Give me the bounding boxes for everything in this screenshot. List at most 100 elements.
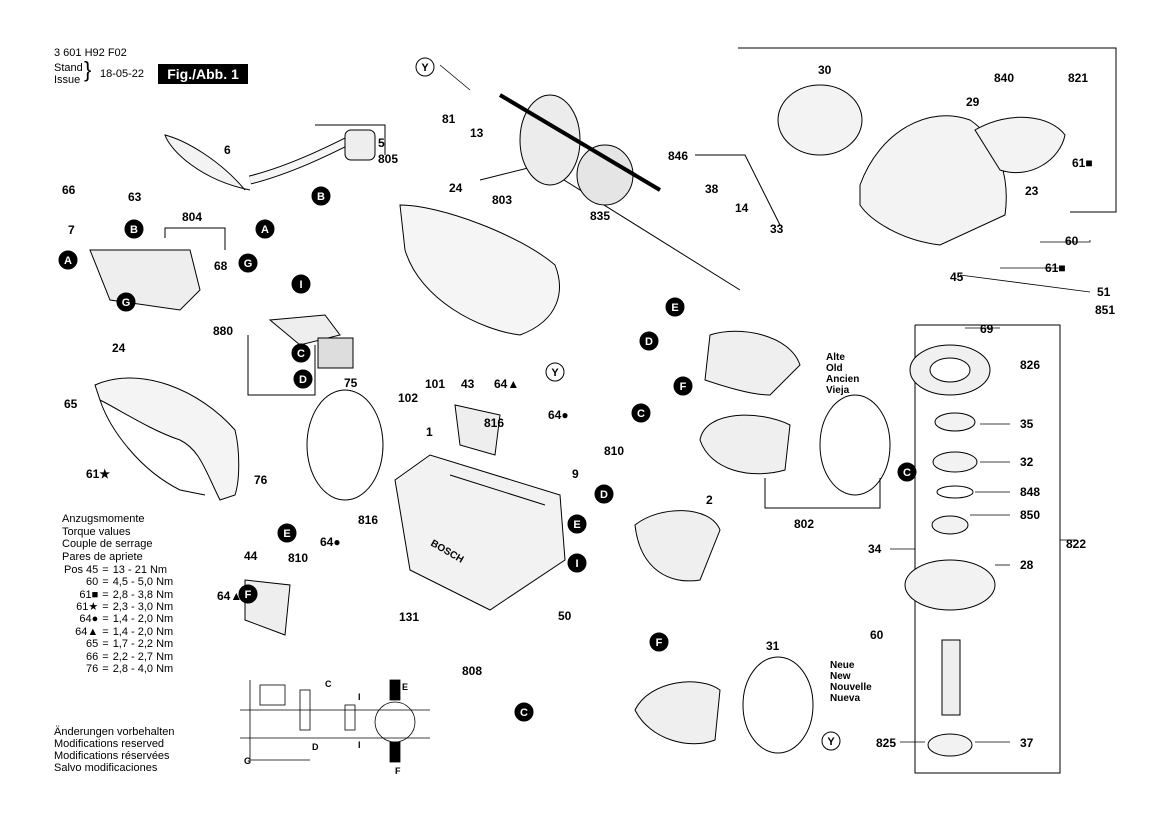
part-number: 32 [1020,455,1034,469]
callout-letter: C [637,408,645,420]
part-number: 31 [766,639,780,653]
callout-marker [238,253,258,273]
part-number: 1 [426,425,433,439]
torque-table: Anzugsmomente Torque values Couple de se… [62,513,175,675]
part-number: 822 [1066,537,1086,551]
torque-value: 1,4 - 2,0 Nm [112,613,174,626]
fan-rings [306,389,891,754]
part-number: 64▲ [494,377,519,391]
part-number: 14 [735,201,749,215]
part-number: 50 [558,609,572,623]
torque-eq: = [102,601,109,614]
torque-row: 60=4,5 - 5,0 Nm [62,576,175,588]
part-number: 81 [442,112,456,126]
note-es: Salvo modificaciones [54,762,158,774]
callout-marker [415,57,435,77]
part-number: 30 [818,63,832,77]
torque-title-en: Torque values [62,525,131,538]
part-number: 23 [1025,184,1039,198]
part-number: 75 [344,376,358,390]
callout-marker [514,702,534,722]
torque-value: 1,4 - 2,0 Nm [112,625,174,638]
part-number: 68 [214,259,228,273]
part-number: 803 [492,193,512,207]
part-number: 28 [1020,558,1034,572]
field-coils [634,330,801,745]
rear-housing-24 [399,204,560,336]
part-number: 880 [213,324,233,338]
torque-pos: 61★ [76,601,99,614]
part-number: 61■ [1072,156,1093,170]
torque-eq: = [102,576,109,589]
torque-pos: 65 [86,638,99,651]
part-number: 851 [1095,303,1115,317]
callout-letter: C [297,348,305,360]
doc-number: 3 601 H92 F02 [54,47,127,59]
callout-letter: C [520,707,528,719]
callout-marker [291,274,311,294]
part-number: 63 [128,190,142,204]
part-number: 5 [378,136,385,150]
callout-marker [649,632,669,652]
bracket-802 [764,478,881,509]
part-number: 29 [966,95,980,109]
callout-letter: D [600,489,608,501]
part-number: 810 [288,551,308,565]
part-number: 816 [358,513,378,527]
part-number: 805 [378,152,398,166]
part-number: 24 [112,341,126,355]
torque-pos: 61■ [79,588,99,601]
armature [498,93,662,206]
callout-letter: D [299,374,307,386]
part-number: 45 [950,270,964,284]
callout-marker [277,523,297,543]
part-number: 66 [62,183,76,197]
callout-letter: F [245,589,252,601]
part-number: 61★ [86,467,110,481]
torque-row: 65=1,7 - 2,2 Nm [62,638,175,650]
part-number: 810 [604,444,624,458]
callout-marker [567,553,587,573]
torque-value: 2,8 - 4,0 Nm [112,663,174,676]
torque-eq: = [102,650,109,663]
callout-letter: B [130,224,138,236]
circuit-label-i-bottom: I [358,740,361,750]
torque-eq: = [102,625,109,638]
part-number: 64▲ [217,589,242,603]
part-number: 821 [1068,71,1088,85]
part-number: 13 [470,126,484,140]
callout-marker [238,584,258,604]
part-number: 76 [254,473,268,487]
issue-date: 18-05-22 [100,68,145,80]
motor-housing: BOSCH [394,454,566,611]
torque-value: 2,2 - 2,7 Nm [112,650,174,663]
torque-value: 2,3 - 3,0 Nm [112,601,174,614]
part-number: 33 [770,222,784,236]
bracket-880 [247,335,316,396]
edition-new-label: Neue New Nouvelle Nueva [830,660,872,704]
callout-letter: E [283,528,290,540]
edition-old-fr: Ancien [826,374,860,385]
edition-new-fr: Nouvelle [830,682,872,693]
spindle-825 [941,639,961,716]
torque-row: 61★=2,3 - 3,0 Nm [62,601,175,613]
torque-row: Pos 45=13 - 21 Nm [62,564,175,576]
callout-marker [821,731,841,751]
torque-value: 1,7 - 2,2 Nm [112,638,174,651]
part-number: 808 [462,664,482,678]
edition-old-label: Alte Old Ancien Vieja [826,352,859,396]
callout-letter: A [261,224,269,236]
note-de: Änderungen vorbehalten [54,726,175,738]
part-number: 825 [876,736,896,750]
note-en: Modifications reserved [54,738,165,750]
callout-letter: G [244,258,253,270]
circuit-label-f: F [395,766,401,776]
leader-lines [439,64,1091,743]
callout-letter: E [671,302,678,314]
callout-marker [311,186,331,206]
modification-notes: Änderungen vorbehalten Modifications res… [54,726,174,774]
callout-marker [58,250,78,270]
part-number: 835 [590,209,610,223]
